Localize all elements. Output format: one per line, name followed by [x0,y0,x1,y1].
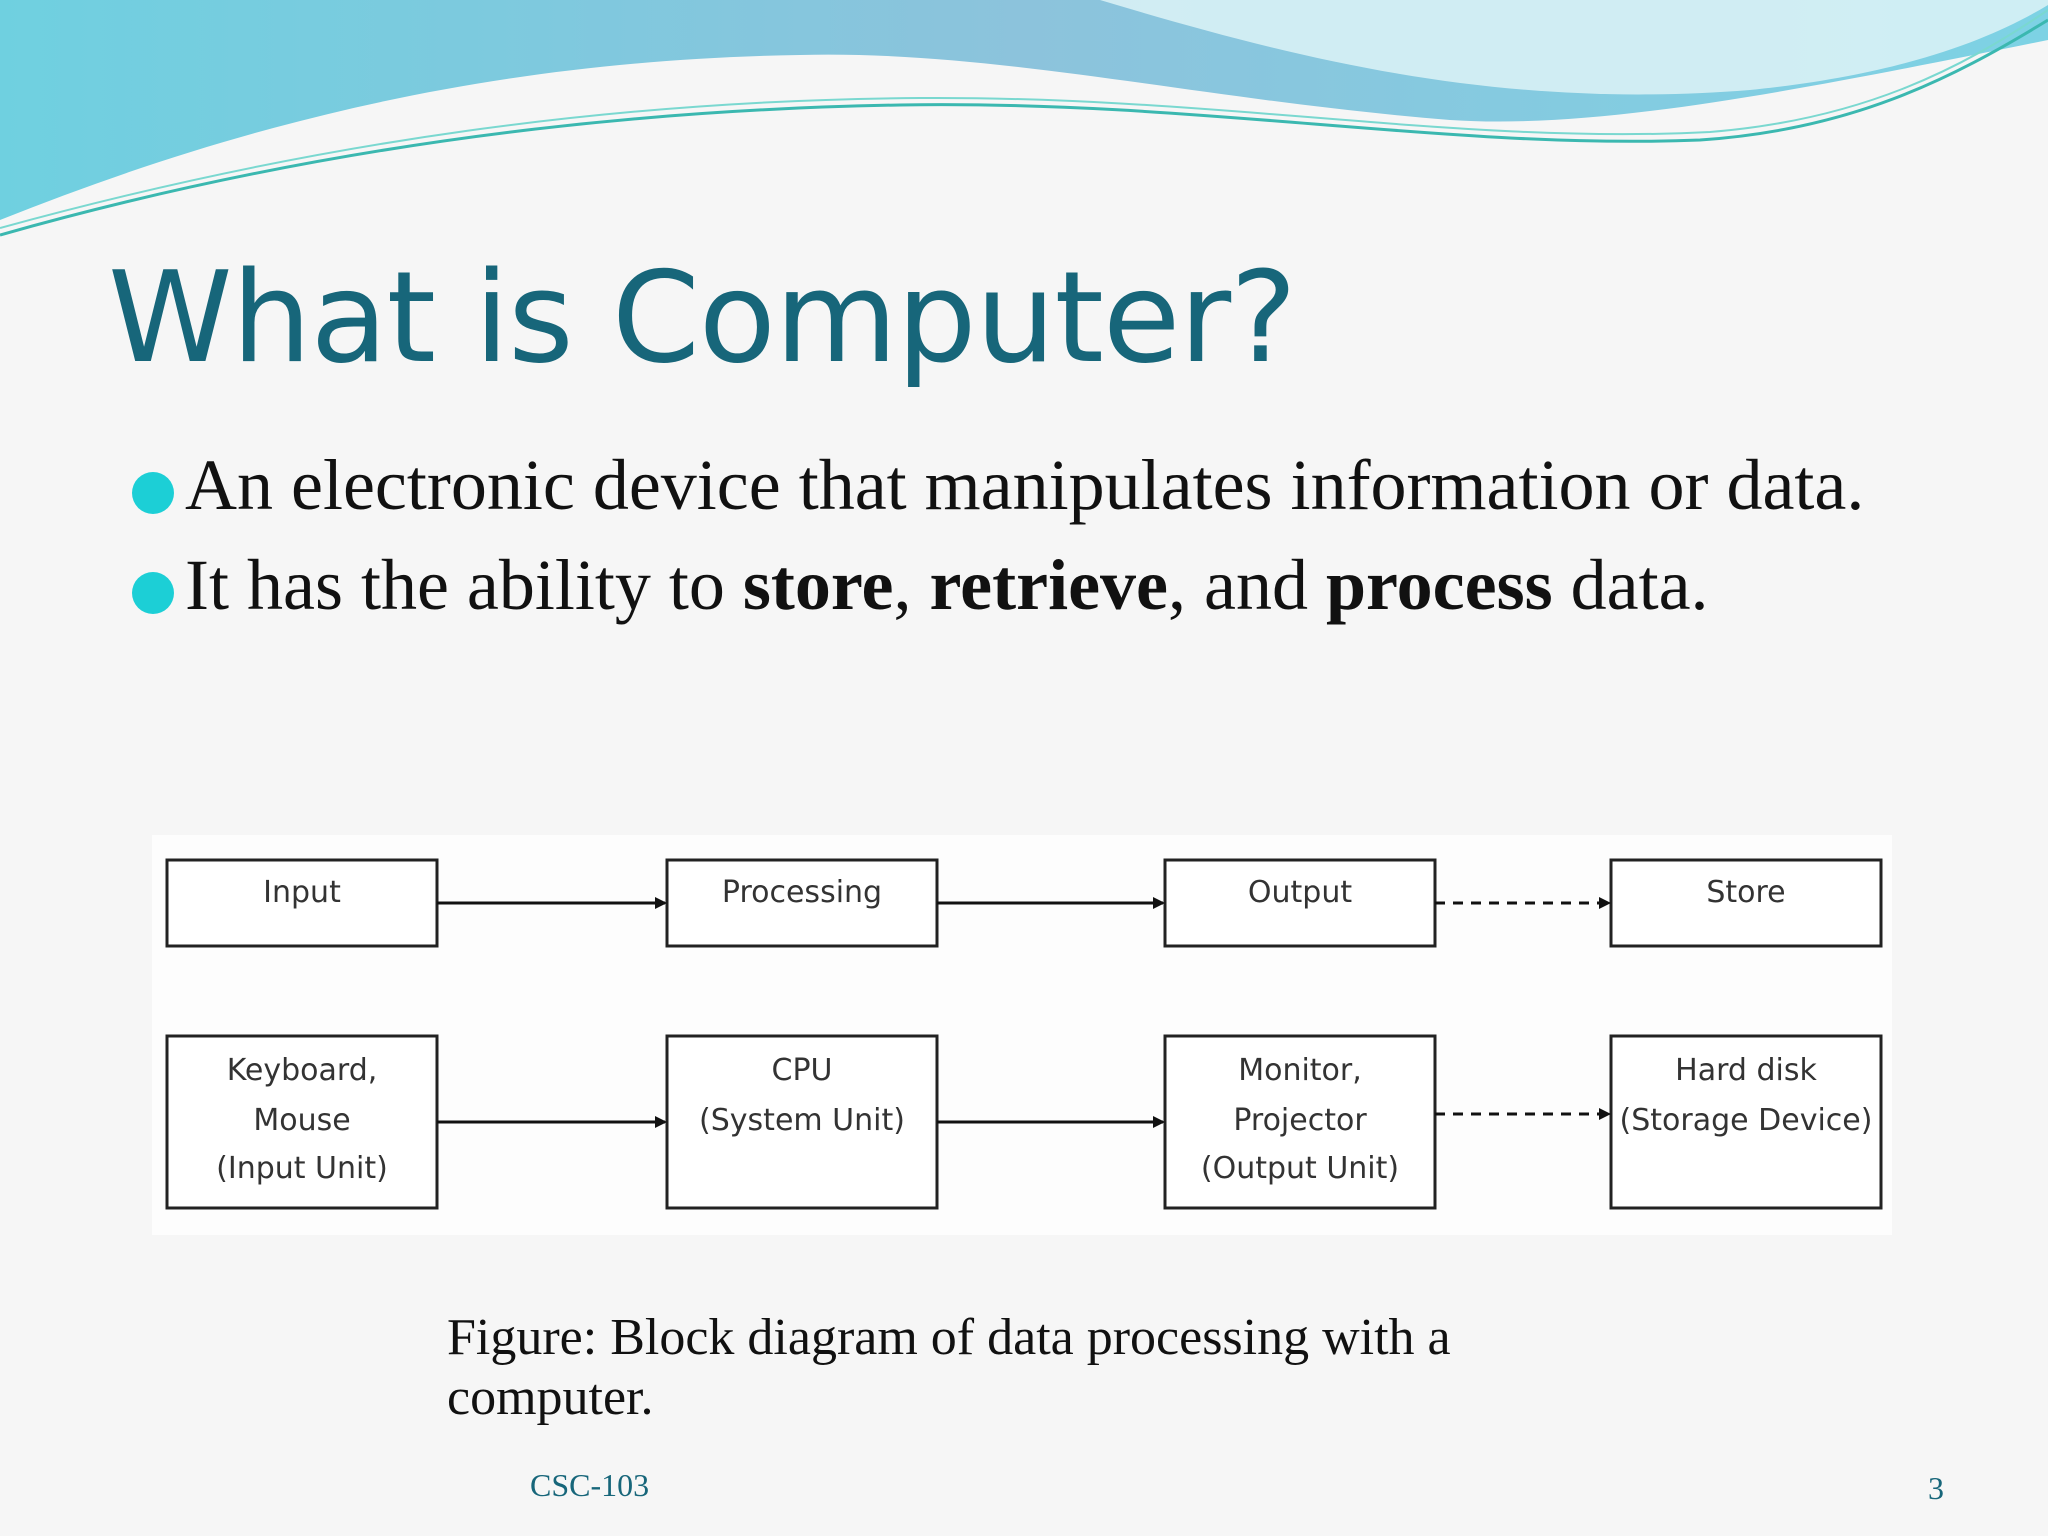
diagram-box-input [165,858,439,948]
page-number: 3 [1928,1470,1944,1506]
bullet-text-segment: , [893,545,930,625]
diagram-label-projector: Projector [1233,1103,1367,1138]
diagram-label-output-unit: (Output Unit) [1201,1151,1399,1186]
diagram-label-system-unit: (System Unit) [699,1103,905,1138]
bullet-dot-icon [132,572,174,614]
diagram-label-store: Store [1706,875,1785,910]
bullet-bold-word: process [1325,545,1553,625]
slide-title: What is Computer? [108,244,1297,391]
diagram-label-output: Output [1248,875,1352,910]
bullet-dot-icon [132,472,174,514]
diagram-label-mouse: Mouse [253,1103,350,1138]
diagram-label-processing: Processing [722,875,882,910]
bullet-text-segment: , and [1167,545,1326,625]
bullet-text: An electronic device that manipulates in… [185,445,1865,525]
footer-course-code: CSC-103 [530,1467,650,1503]
diagram-box-output [1163,858,1437,948]
diagram-label-cpu: CPU [772,1053,833,1088]
bullet-bold-word: store [742,545,894,625]
diagram-label-monitor: Monitor, [1238,1053,1362,1088]
bullet-item: An electronic device that manipulates in… [130,440,1930,530]
diagram-label-input-unit: (Input Unit) [216,1151,388,1186]
diagram-box-store [1609,858,1883,948]
diagram-label-keyboard: Keyboard, [227,1053,378,1088]
bullet-list: An electronic device that manipulates in… [130,440,1930,640]
diagram-label-storage-device: (Storage Device) [1620,1103,1873,1138]
diagram-label-input: Input [263,875,341,910]
header-wave-decoration [0,0,2048,237]
bullet-text-segment: It has the ability to [185,545,743,625]
diagram-box-processing [665,858,939,948]
bullet-bold-word: retrieve [929,545,1168,625]
bullet-text-segment: data. [1552,545,1709,625]
diagram-box-monitor [1163,1034,1437,1210]
figure-caption: Figure: Block diagram of data processing… [447,1309,1451,1426]
diagram-box-harddisk [1609,1034,1883,1210]
diagram-label-hard-disk: Hard disk [1675,1053,1817,1088]
diagram-box-cpu [665,1034,939,1210]
bullet-item: It has the ability to store, retrieve, a… [130,540,1930,630]
diagram-box-keyboard [165,1034,439,1210]
